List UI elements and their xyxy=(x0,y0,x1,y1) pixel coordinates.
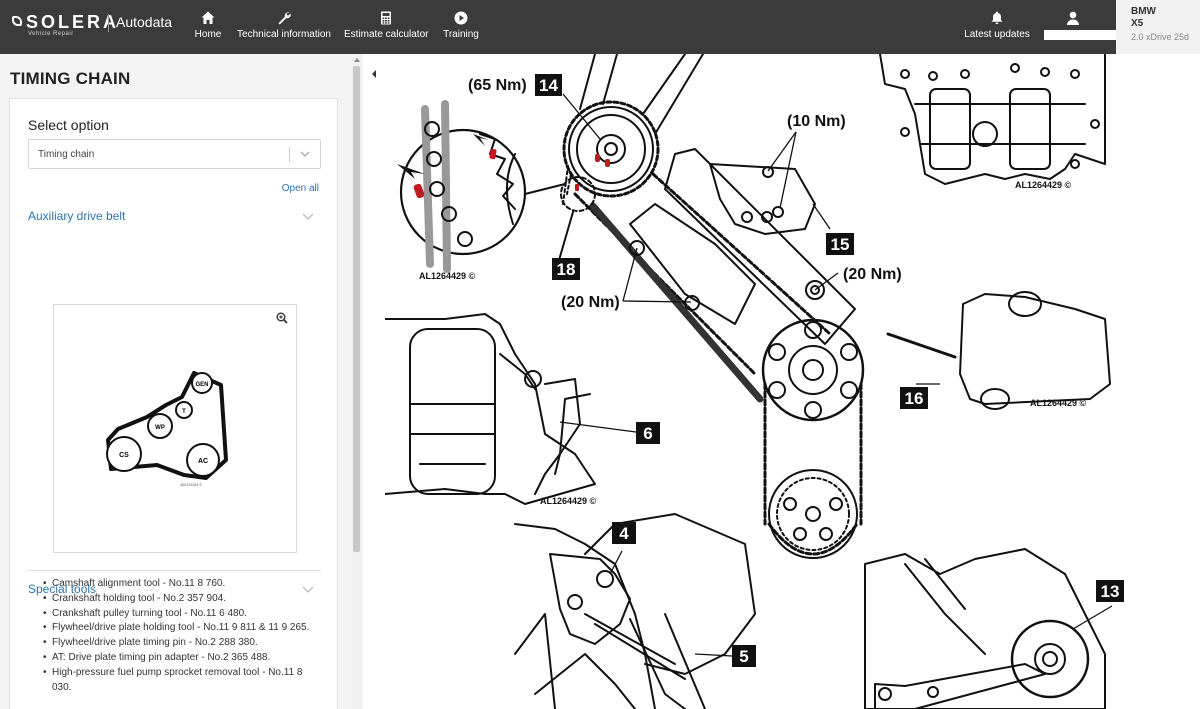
svg-text:13: 13 xyxy=(1101,582,1120,601)
figure-ref-label: AL1264429 © xyxy=(419,271,476,281)
product-name: Autodata xyxy=(116,14,173,30)
vehicle-variant: 2.0 xDrive 25d xyxy=(1131,32,1190,42)
left-panel: TIMING CHAIN Select option Timing chain … xyxy=(0,54,363,709)
torque-label-10nm: (10 Nm) xyxy=(787,113,846,130)
svg-text:18: 18 xyxy=(557,260,576,279)
special-tools-list: Camshaft alignment tool - No.11 8 760. C… xyxy=(43,577,314,696)
nav-home-label: Home xyxy=(194,29,222,40)
scroll-up-icon[interactable] xyxy=(354,58,360,62)
brand-logo[interactable]: SOLERA Vehicle Repair Autodata xyxy=(12,12,187,42)
chevron-down-icon xyxy=(300,151,310,157)
pulley-wp-label: WP xyxy=(155,425,165,431)
list-item: Flywheel/drive plate holding tool - No.1… xyxy=(43,621,314,636)
top-bar: SOLERA Vehicle Repair Autodata Home Tech… xyxy=(0,0,1200,54)
vehicle-make: BMW xyxy=(1131,6,1156,17)
select-option-title: Select option xyxy=(28,117,109,133)
callout-16: 16 xyxy=(900,387,928,409)
nav-estimate-calculator-label: Estimate calculator xyxy=(344,29,429,40)
bell-icon xyxy=(991,11,1003,25)
section-auxiliary-drive-belt-label: Auxiliary drive belt xyxy=(28,209,126,223)
user-icon xyxy=(1067,11,1079,25)
callout-4: 4 xyxy=(612,522,636,544)
svg-text:14: 14 xyxy=(539,76,558,95)
calculator-icon xyxy=(381,11,391,25)
logo-divider xyxy=(108,14,109,32)
figure-ref-label: AL1264429 © xyxy=(540,496,597,506)
options-card: Select option Timing chain Open all Auxi… xyxy=(9,98,338,709)
figure-ref-label: AL1264429 © xyxy=(1015,180,1072,190)
torque-label-65nm: (65 Nm) xyxy=(468,77,527,94)
timing-chain-diagram[interactable]: (65 Nm) (10 Nm) (20 Nm) (20 Nm) AL126442… xyxy=(385,54,1200,709)
list-item: Crankshaft pulley turning tool - No.11 6… xyxy=(43,607,314,622)
nav-estimate-calculator[interactable]: Estimate calculator xyxy=(344,0,428,54)
nav-technical-information-label: Technical information xyxy=(237,29,331,40)
pulley-t-label: T xyxy=(182,409,186,415)
torque-label-20nm-right: (20 Nm) xyxy=(843,266,902,283)
latest-updates-label: Latest updates xyxy=(964,29,1030,40)
zoom-in-icon[interactable] xyxy=(276,312,288,324)
open-all-link[interactable]: Open all xyxy=(281,183,319,194)
list-item: AT: Drive plate timing pin adapter - No.… xyxy=(43,651,314,666)
section-auxiliary-drive-belt[interactable]: Auxiliary drive belt xyxy=(28,206,321,228)
page-title: TIMING CHAIN xyxy=(10,69,131,88)
logo-subtext: Vehicle Repair xyxy=(28,31,74,37)
belt-diagram-ref: AB1191263 © xyxy=(180,483,202,487)
select-divider xyxy=(289,147,290,162)
pulley-ac-label: AC xyxy=(198,458,208,465)
list-item: Camshaft alignment tool - No.11 8 760. xyxy=(43,577,314,592)
figure-ref-label: AL1264429 © xyxy=(1030,398,1087,408)
callout-13: 13 xyxy=(1096,580,1124,602)
belt-diagram-drawing: GEN T WP CS AC AB1191263 © xyxy=(106,371,228,487)
nav-training-label: Training xyxy=(443,29,479,40)
list-item: High-pressure fuel pump sprocket removal… xyxy=(43,666,314,696)
wrench-icon xyxy=(278,12,291,25)
svg-text:6: 6 xyxy=(643,424,652,443)
section-divider xyxy=(28,570,321,571)
latest-updates-button[interactable]: Latest updates xyxy=(962,0,1032,54)
list-item: Crankshaft holding tool - No.2 357 904. xyxy=(43,592,314,607)
pulley-cs-label: CS xyxy=(119,452,129,459)
play-icon xyxy=(454,11,468,25)
home-icon xyxy=(201,11,215,24)
chevron-down-icon xyxy=(302,213,314,220)
svg-text:16: 16 xyxy=(905,389,924,408)
nav-technical-information[interactable]: Technical information xyxy=(236,0,332,54)
scrollbar-thumb[interactable] xyxy=(353,66,360,552)
vehicle-info[interactable]: BMW X5 2.0 xDrive 25d xyxy=(1116,0,1200,54)
nav-home[interactable]: Home xyxy=(190,0,226,54)
logo-text: SOLERA xyxy=(26,12,120,32)
callout-18: 18 xyxy=(552,258,580,280)
chevron-left-icon xyxy=(372,70,376,78)
callout-15: 15 xyxy=(826,233,854,255)
vehicle-model: X5 xyxy=(1131,18,1144,29)
user-account-button[interactable] xyxy=(1060,0,1086,54)
left-panel-scrollbar[interactable] xyxy=(352,58,361,709)
callout-14: 14 xyxy=(535,74,562,96)
svg-text:15: 15 xyxy=(831,235,850,254)
belt-routing-diagram[interactable]: GEN T WP CS AC AB1191263 © xyxy=(53,304,297,553)
timing-chain-drawing: (65 Nm) (10 Nm) (20 Nm) (20 Nm) AL126442… xyxy=(385,54,1124,709)
torque-label-20nm-left: (20 Nm) xyxy=(561,294,620,311)
solera-logo-icon xyxy=(12,16,22,26)
pulley-gen-label: GEN xyxy=(195,382,208,388)
svg-text:5: 5 xyxy=(739,647,748,666)
redacted-user-name xyxy=(1044,30,1118,40)
option-select[interactable]: Timing chain xyxy=(28,139,321,169)
svg-text:4: 4 xyxy=(619,524,629,543)
option-select-value: Timing chain xyxy=(38,149,95,160)
list-item: Flywheel/drive plate timing pin - No.2 2… xyxy=(43,636,314,651)
callout-6: 6 xyxy=(636,422,660,444)
callout-5: 5 xyxy=(732,645,756,667)
nav-training[interactable]: Training xyxy=(440,0,482,54)
collapse-panel-button[interactable] xyxy=(363,54,385,94)
